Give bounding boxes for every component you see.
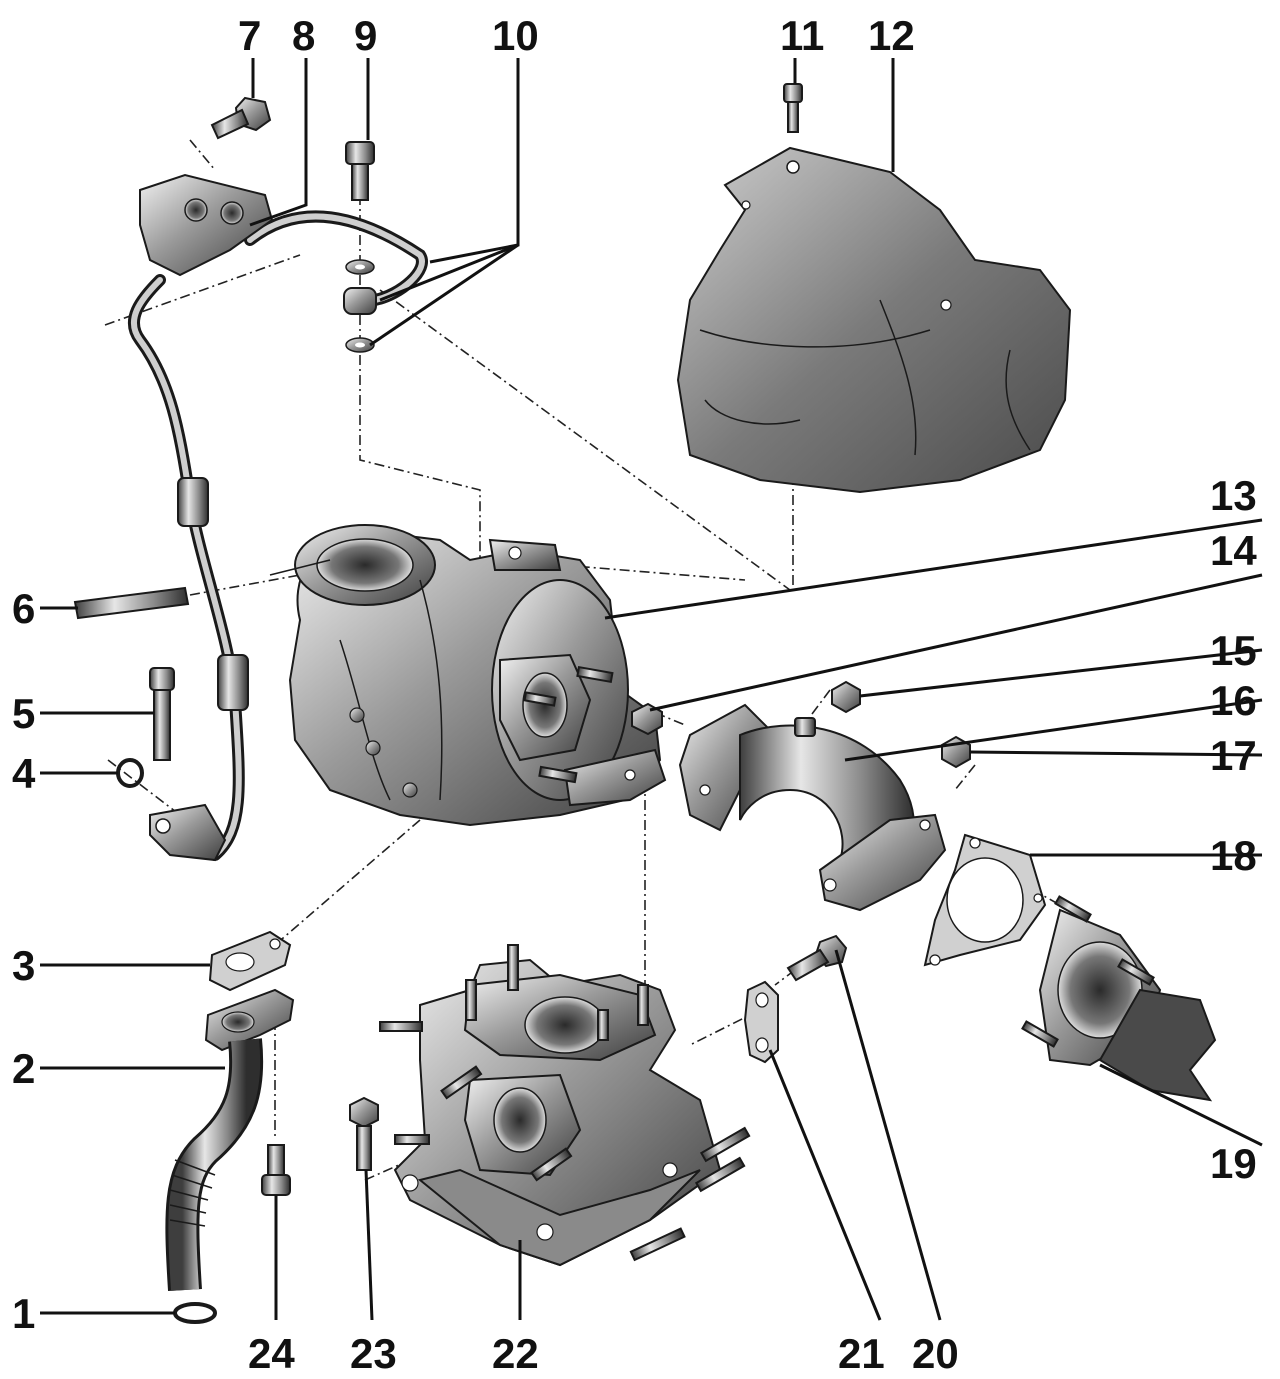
callout-24: 24: [248, 1330, 295, 1377]
bolt-5: [149, 667, 175, 761]
callout-19: 19: [1210, 1140, 1257, 1187]
turbocharger: [269, 524, 667, 827]
gasket-18: [923, 833, 1047, 967]
banjo-bolt-9: [345, 141, 375, 201]
callout-15: 15: [1210, 627, 1257, 674]
callout-21: 21: [838, 1330, 885, 1377]
seal-ring-1: [173, 1302, 217, 1324]
callout-11: 11: [780, 12, 824, 59]
seal-washers-10: [343, 259, 377, 353]
callout-18: 18: [1210, 832, 1257, 879]
callout-17: 17: [1210, 732, 1257, 779]
callout-4: 4: [12, 750, 36, 797]
bolt-7: [210, 96, 272, 140]
callout-20: 20: [912, 1330, 959, 1377]
callout-3: 3: [12, 942, 35, 989]
callout-23: 23: [350, 1330, 397, 1377]
callout-6: 6: [12, 585, 35, 632]
callout-9: 9: [354, 12, 377, 59]
o-ring-4: [116, 758, 144, 788]
bolt-24: [261, 1144, 291, 1196]
callout-14: 14: [1210, 527, 1257, 574]
callout-10: 10: [492, 12, 539, 59]
exhaust-elbow-16: [678, 703, 947, 912]
callout-16: 16: [1210, 677, 1257, 724]
callout-5: 5: [12, 690, 35, 737]
gasket-3: [208, 930, 292, 992]
bolt-11: [783, 83, 803, 133]
callout-8: 8: [292, 12, 315, 59]
callout-22: 22: [492, 1330, 539, 1377]
downpipe-flange-19: [1021, 895, 1217, 1102]
pin-6: [73, 586, 190, 620]
callout-13: 13: [1210, 472, 1257, 519]
callout-7: 7: [238, 12, 261, 59]
callout-labels: 1 2 3 4 5 6 7 8 9 10 11 12 13 14 15 16 1…: [12, 12, 1257, 1377]
bolt-23: [349, 1096, 379, 1171]
callout-1: 1: [12, 1290, 35, 1337]
callout-2: 2: [12, 1045, 35, 1092]
nut-14: [631, 702, 663, 736]
leader-lines: [40, 58, 1263, 1321]
oil-supply-line: [128, 173, 428, 862]
oil-return-pipe-2: [165, 988, 295, 1292]
gasket-21: [743, 980, 779, 1064]
heat-shield: [676, 146, 1072, 494]
callout-12: 12: [868, 12, 915, 59]
exhaust-manifold-22: [379, 944, 751, 1267]
nut-15: [831, 680, 861, 714]
